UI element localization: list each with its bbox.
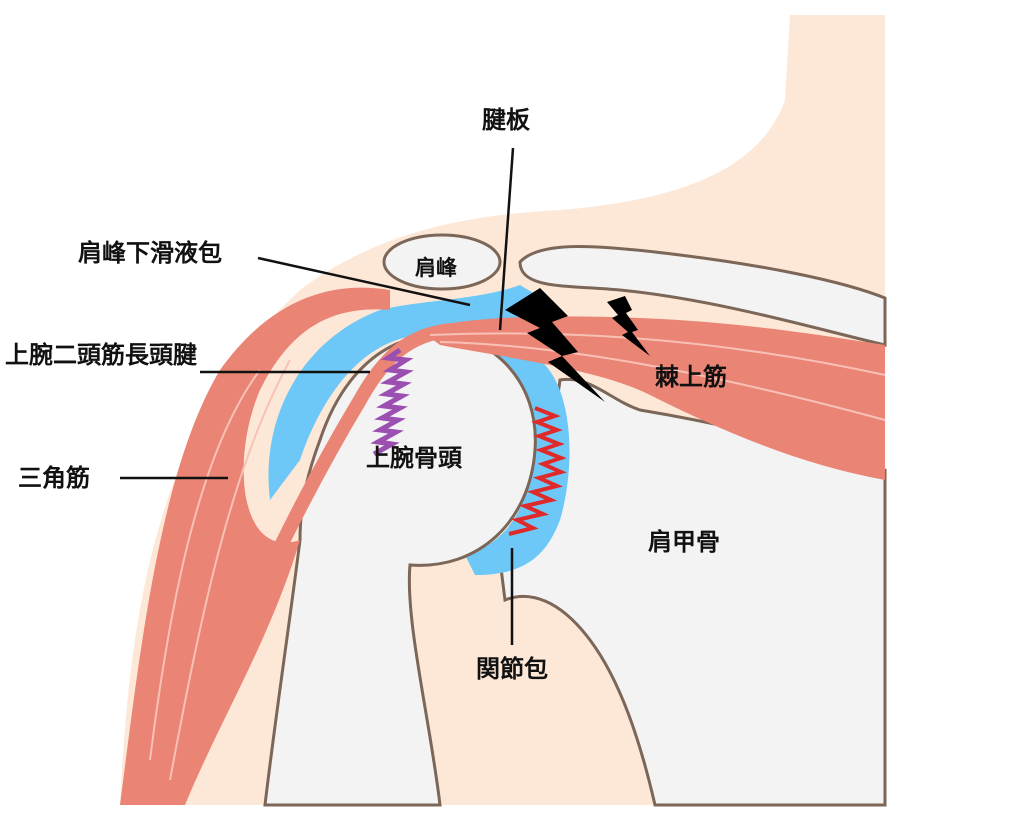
label-subacromial-bursa: 肩峰下滑液包 [78,239,222,267]
label-scapula: 肩甲骨 [648,528,720,556]
label-deltoid: 三角筋 [18,464,90,492]
label-supraspinatus: 棘上筋 [655,363,727,391]
pain-bolt-small-icon [607,296,650,356]
deltoid-muscle [120,287,390,805]
label-joint-capsule: 関節包 [476,655,548,683]
scapular-spine [518,245,887,347]
biceps-tendon [168,323,452,803]
biceps-inflammation-mark [370,347,414,457]
acromion-bone [382,233,502,291]
pain-bolt-large-icon [505,288,605,402]
label-biceps-long-head-tendon: 上腕二頭筋長頭腱 [5,341,197,369]
capsule-inflammation-mark [508,406,567,536]
leader-lines [120,147,515,645]
label-humeral-head: 上腕骨頭 [366,444,462,472]
label-rotator-cuff: 腱板 [482,106,530,134]
supraspinatus-muscle [420,316,885,480]
label-acromion: 肩峰 [415,256,457,280]
